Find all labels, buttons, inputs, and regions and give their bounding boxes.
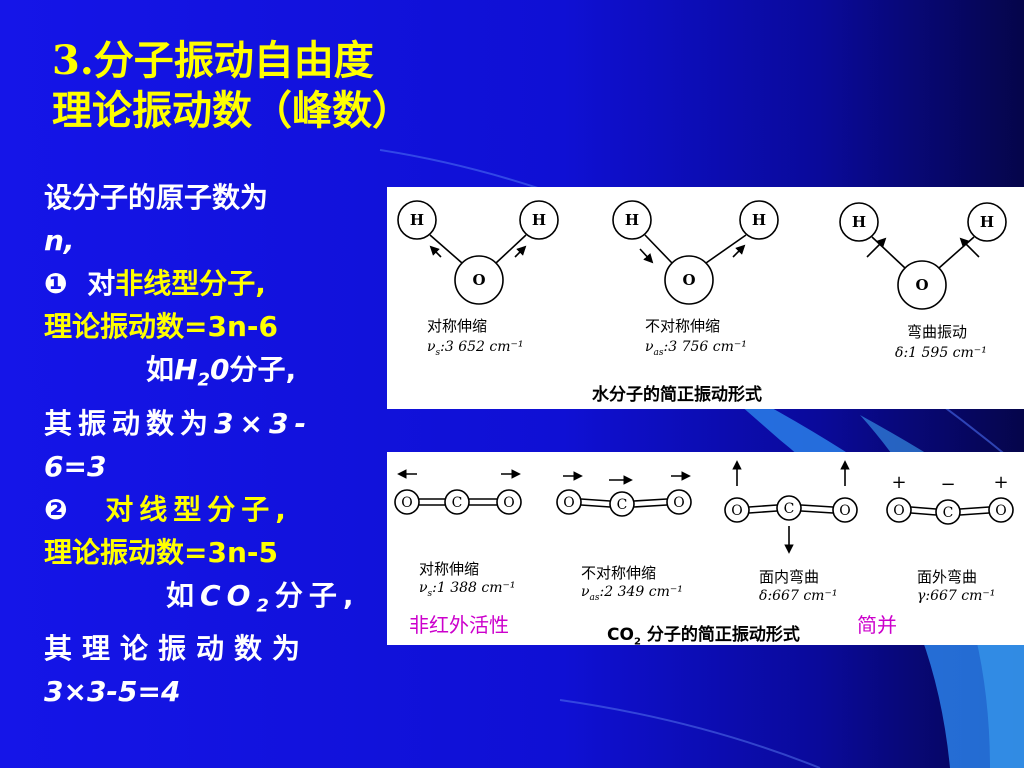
water-o-label: O — [682, 271, 695, 289]
water-count-expr: 3×3- — [214, 406, 313, 440]
water-mode-3-value: δ:1 595 cm⁻¹ — [895, 345, 987, 361]
co2-mode-3-name: 面内弯曲 — [759, 568, 820, 586]
water-example-suffix: 分子, — [229, 353, 297, 386]
co2-example-line: 如CO2分子, — [44, 574, 384, 628]
nonlinear-formula: 理论振动数=3n-6 — [44, 310, 278, 343]
title-line-1: 3.分子振动自由度 — [52, 37, 374, 84]
co2-o-label: O — [673, 495, 684, 511]
water-count-prefix: 其振动数为 — [44, 406, 215, 440]
body-line-2: n, — [44, 224, 75, 257]
nonlinear-molecule-label: 非线型分子, — [115, 267, 266, 300]
co2-plus-sign: + — [993, 472, 1008, 493]
co2-mode-4-name: 面外弯曲 — [917, 568, 978, 586]
water-mode-1-name: 对称伸缩 — [427, 317, 488, 335]
bullet-1-icon: ❶ — [44, 267, 68, 300]
bullet-2-line: ❷ 对线型分子, — [44, 488, 384, 531]
co2-figure-caption: CO2 分子的简正振动形式 — [607, 625, 800, 648]
co2-sym-stretch-molecule — [394, 469, 522, 515]
water-example-prefix: 如 — [146, 353, 175, 386]
bullet-1-line: ❶ 对非线型分子, — [44, 262, 384, 305]
co2-c-label: C — [452, 495, 463, 511]
water-sym-stretch-molecule — [397, 200, 559, 305]
co2-molecule-drawings: O C O O C O O C O O C O + − + — [394, 460, 1014, 554]
co2-example-suffix: 分子, — [274, 578, 360, 612]
water-h-label: H — [625, 211, 639, 229]
co2-o-label: O — [401, 495, 412, 511]
linear-formula: 理论振动数=3n-5 — [44, 535, 278, 569]
water-formula-sub: 2 — [197, 369, 210, 391]
co2-mode-1-name: 对称伸缩 — [419, 560, 480, 578]
co2-mode-2-value: νas:2 349 cm⁻¹ — [581, 584, 683, 603]
water-count-result: 6=3 — [44, 449, 107, 483]
co2-o-label: O — [563, 495, 574, 511]
co2-out-of-plane-bend-molecule — [886, 497, 1014, 525]
water-bending-molecule — [839, 202, 1007, 310]
co2-o-label: O — [731, 503, 742, 519]
co2-count-result: 3×3-5=4 — [44, 675, 181, 709]
water-formula-h: H — [174, 353, 198, 386]
co2-plus-sign: + — [891, 472, 906, 493]
co2-mode-2-name: 不对称伸缩 — [581, 564, 657, 582]
water-mode-2-value: νas:3 756 cm⁻¹ — [645, 339, 747, 358]
water-h-label: H — [532, 211, 546, 229]
water-molecule-drawings: H H O H H O H H O — [397, 200, 1007, 310]
co2-formula-sub: 2 — [256, 595, 275, 617]
bullet-2-icon: ❷ — [44, 492, 74, 526]
co2-o-label: O — [839, 503, 850, 519]
co2-o-label: O — [995, 503, 1006, 519]
water-h-label: H — [410, 211, 424, 229]
co2-o-label: O — [503, 495, 514, 511]
water-vibration-figure: H H O H H O H H O 对称伸缩 νs:3 652 cm⁻¹ 不对称伸缩 νas… — [387, 187, 1024, 409]
water-asym-stretch-molecule — [612, 200, 779, 305]
water-count-line: 其振动数为3×3- — [44, 402, 384, 445]
co2-mode-1-value: νs:1 388 cm⁻¹ — [419, 580, 516, 599]
co2-count-line: 其理论振动数为 — [44, 632, 311, 666]
co2-mode-4-value: γ:667 cm⁻¹ — [917, 588, 996, 604]
co2-o-label: O — [893, 503, 904, 519]
water-mode-1-value: νs:3 652 cm⁻¹ — [427, 339, 524, 358]
bullet-1-prefix: 对 — [87, 267, 116, 300]
body-line-1: 设分子的原子数为 — [44, 181, 269, 214]
water-o-label: O — [915, 276, 928, 294]
slide-title: 3.分子振动自由度 理论振动数（峰数） — [52, 36, 412, 136]
co2-example-prefix: 如 — [166, 578, 201, 612]
water-o-label: O — [472, 271, 485, 289]
water-example-line: 如H20分子, — [44, 348, 384, 402]
co2-formula: CO — [200, 578, 257, 612]
water-mode-3-name: 弯曲振动 — [907, 323, 968, 341]
degenerate-note: 简并 — [857, 613, 897, 637]
linear-molecule-label: 对线型分子, — [105, 492, 292, 526]
water-mode-2-name: 不对称伸缩 — [645, 317, 721, 335]
co2-vibration-figure: O C O O C O O C O O C O + − + 对称伸缩 νs:1 388 cm⁻¹… — [387, 452, 1024, 648]
co2-asym-stretch-molecule — [556, 471, 692, 517]
water-h-label: H — [852, 213, 866, 231]
co2-c-label: C — [943, 505, 954, 521]
water-figure-caption: 水分子的简正振动形式 — [592, 385, 762, 405]
co2-in-plane-bend-molecule — [724, 460, 858, 554]
co2-c-label: C — [617, 497, 628, 513]
co2-minus-sign: − — [940, 474, 955, 495]
body-text: 设分子的原子数为 n, ❶ 对非线型分子, 理论振动数=3n-6 如H20分子,… — [44, 176, 384, 713]
water-formula-o: 0 — [209, 353, 230, 386]
ir-inactive-note: 非红外活性 — [409, 613, 509, 637]
co2-c-label: C — [784, 501, 795, 517]
water-h-label: H — [752, 211, 766, 229]
water-h-label: H — [980, 213, 994, 231]
co2-mode-3-value: δ:667 cm⁻¹ — [759, 588, 838, 604]
title-line-2: 理论振动数（峰数） — [52, 87, 412, 134]
